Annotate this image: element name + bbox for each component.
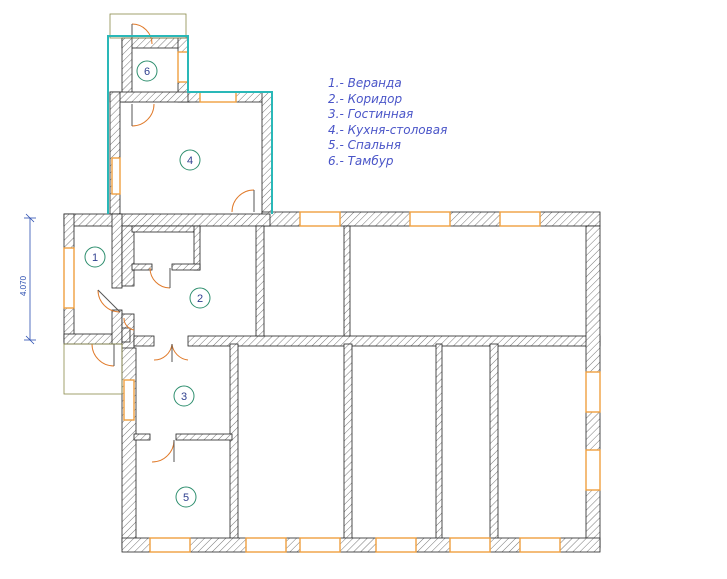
room-number: 2 bbox=[197, 293, 203, 305]
door-swing bbox=[151, 439, 175, 463]
door-swing bbox=[153, 343, 173, 361]
room-number: 6 bbox=[144, 66, 150, 78]
dimension-line bbox=[24, 213, 36, 345]
room-number: 4 bbox=[187, 155, 193, 167]
extension-outline bbox=[107, 35, 273, 214]
room-marker-4: 4 bbox=[179, 149, 201, 171]
legend-item: 2.- Коридор bbox=[328, 91, 403, 106]
window bbox=[111, 157, 121, 195]
room-marker-2: 2 bbox=[189, 287, 211, 309]
window bbox=[123, 379, 135, 421]
room-marker-3: 3 bbox=[173, 385, 195, 407]
window bbox=[585, 371, 601, 413]
door-swing bbox=[123, 317, 135, 331]
door-swing bbox=[171, 343, 189, 361]
legend-item: 4.- Кухня-столовая bbox=[328, 122, 448, 137]
door-swing bbox=[149, 267, 171, 289]
window bbox=[149, 537, 191, 553]
window bbox=[177, 51, 189, 83]
door-swing bbox=[131, 103, 155, 127]
door-swing bbox=[91, 343, 115, 367]
legend-item: 6.- Тамбур bbox=[328, 153, 394, 168]
window bbox=[245, 537, 287, 553]
door-swing bbox=[97, 289, 121, 313]
dimension-label: 4.070 bbox=[19, 275, 28, 296]
porch-veranda bbox=[63, 343, 123, 395]
door-swing bbox=[231, 189, 255, 213]
legend-item: 5.- Спальня bbox=[328, 138, 401, 152]
room-marker-6: 6 bbox=[136, 60, 158, 82]
window bbox=[499, 211, 541, 227]
room-legend: 1.- Веранда 2.- Коридор 3.- Гостинная 4.… bbox=[328, 76, 447, 169]
room-marker-5: 5 bbox=[175, 486, 197, 508]
porches bbox=[63, 13, 187, 395]
window bbox=[409, 211, 451, 227]
room-marker-1: 1 bbox=[84, 246, 106, 268]
legend-item: 1.- Веранда bbox=[328, 76, 402, 90]
doors bbox=[91, 23, 255, 463]
windows bbox=[63, 51, 601, 553]
window bbox=[199, 91, 237, 103]
window bbox=[63, 247, 75, 309]
legend-item: 3.- Гостинная bbox=[328, 107, 414, 121]
window bbox=[299, 211, 341, 227]
window bbox=[449, 537, 491, 553]
window bbox=[519, 537, 561, 553]
door-swing bbox=[131, 23, 153, 45]
room-number: 3 bbox=[181, 391, 187, 403]
window bbox=[299, 537, 341, 553]
room-number: 1 bbox=[92, 252, 98, 264]
room-number: 5 bbox=[183, 492, 189, 504]
porch-top bbox=[109, 13, 187, 39]
window bbox=[375, 537, 417, 553]
window bbox=[585, 449, 601, 491]
